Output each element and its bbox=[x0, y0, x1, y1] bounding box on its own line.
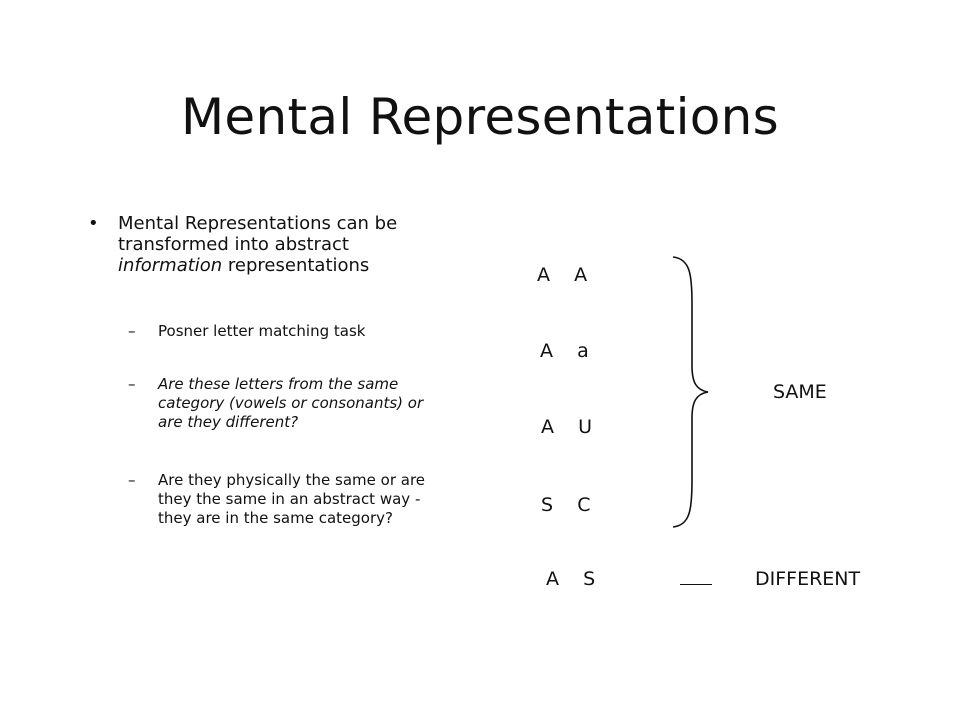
sub-bullet-text: Posner letter matching task bbox=[158, 322, 366, 340]
same-label: SAME bbox=[773, 381, 827, 403]
letter-pair: A a bbox=[540, 340, 589, 362]
letter-pair: A S bbox=[546, 568, 596, 590]
curly-brace-icon bbox=[672, 256, 709, 528]
letter-pair: S C bbox=[541, 494, 591, 516]
sub-bullet-marker: – bbox=[128, 375, 136, 393]
letter-pair: A A bbox=[537, 264, 588, 286]
sub-bullet-marker: – bbox=[128, 471, 136, 489]
sub-bullet-text: Are they physically the same or are they… bbox=[158, 471, 426, 527]
bullet-marker: • bbox=[88, 213, 99, 234]
main-bullet-text: Mental Representations can be transforme… bbox=[118, 213, 438, 276]
main-bullet-text-part1: Mental Representations can be transforme… bbox=[118, 213, 398, 255]
different-connector-line bbox=[680, 584, 712, 585]
letter-pair: A U bbox=[541, 416, 593, 438]
different-label: DIFFERENT bbox=[755, 568, 861, 590]
main-bullet-text-part2: representations bbox=[222, 255, 370, 276]
slide-title: Mental Representations bbox=[180, 88, 779, 146]
sub-bullet-text: Are these letters from the same category… bbox=[158, 375, 424, 431]
sub-bullet-marker: – bbox=[128, 322, 136, 340]
main-bullet-text-italic: information bbox=[118, 255, 223, 276]
